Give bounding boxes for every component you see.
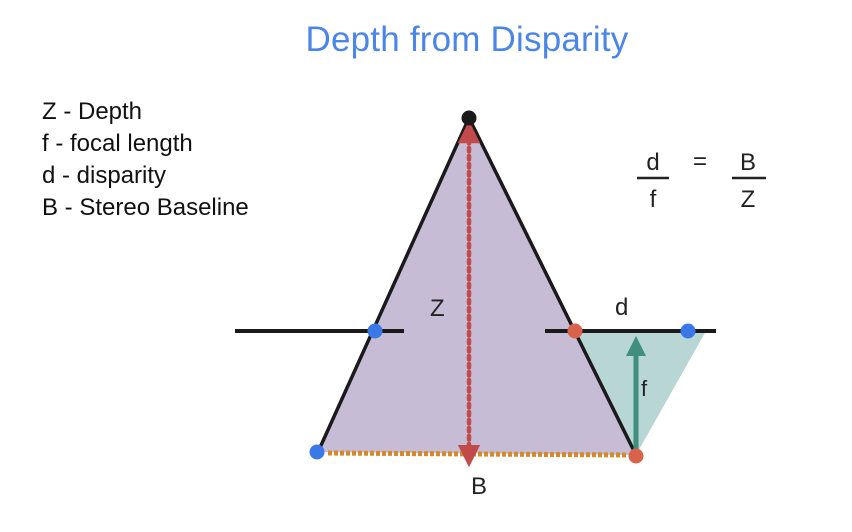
baseline-line (327, 450, 627, 458)
similar-triangle (575, 331, 706, 455)
legend-item-baseline: B - Stereo Baseline (42, 194, 249, 221)
slide-title: Depth from Disparity (305, 20, 629, 59)
left-plane-point (367, 323, 383, 339)
left-baseline-point (309, 444, 325, 460)
legend-item-depth: Z - Depth (42, 98, 143, 125)
formula-right-denominator: Z (741, 186, 756, 213)
main-triangle (318, 118, 636, 455)
label-f: f (641, 376, 648, 401)
variable-legend: Z - Depth f - focal length d - disparity… (42, 96, 249, 224)
right-plane-point-blue (680, 323, 696, 339)
right-plane-point-red (567, 323, 583, 339)
formula-equals: = (693, 148, 707, 175)
legend-item-disparity: d - disparity (42, 162, 167, 189)
label-b: B (471, 473, 487, 500)
right-ray (467, 117, 638, 456)
label-z: Z (430, 295, 445, 322)
formula-left-denominator: f (650, 186, 657, 213)
disparity-formula: d f = B Z (637, 148, 766, 213)
formula-right-numerator: B (740, 149, 756, 176)
apex-point (461, 110, 477, 126)
label-d: d (615, 294, 628, 321)
right-baseline-point (628, 448, 644, 464)
legend-item-focal-length: f - focal length (42, 130, 193, 157)
formula-left-numerator: d (646, 149, 659, 176)
left-ray (316, 117, 471, 453)
